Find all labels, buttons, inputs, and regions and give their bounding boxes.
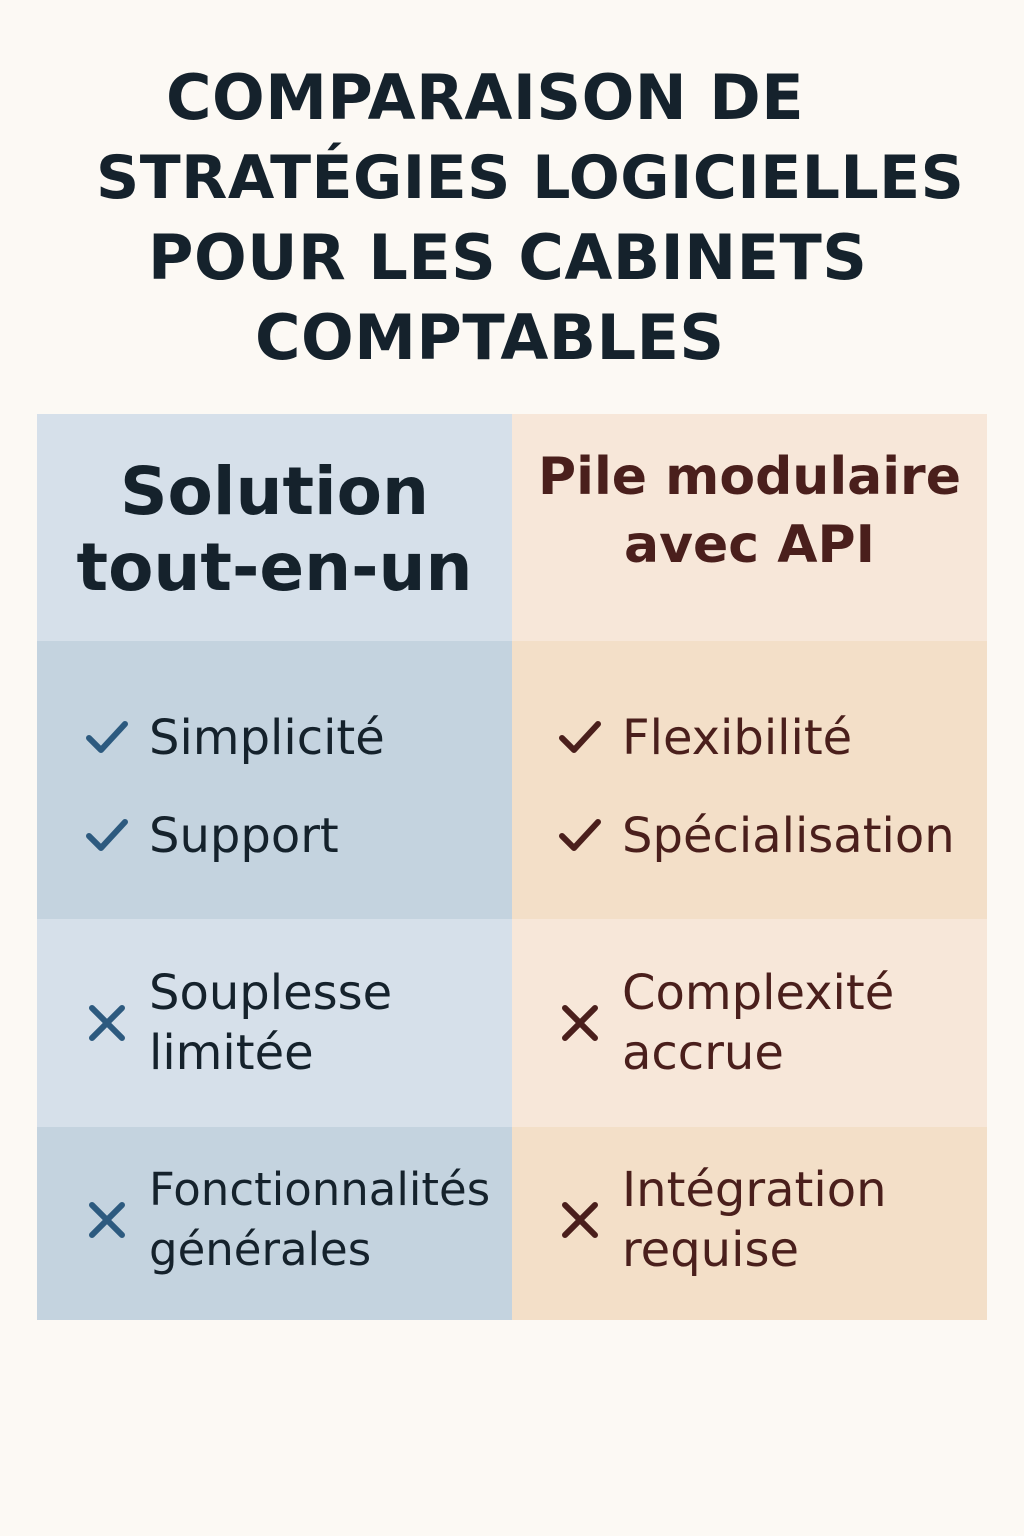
con-label: Complexité accrue bbox=[622, 963, 894, 1083]
right-con-cell-2: Intégration requise bbox=[512, 1127, 987, 1320]
header-all-in-one-label: Solution tout-en-un bbox=[77, 450, 473, 606]
list-item: Support bbox=[85, 806, 339, 866]
pro-label: Support bbox=[149, 808, 339, 864]
con-label-line-2: générales bbox=[149, 1223, 372, 1276]
pro-label: Simplicité bbox=[149, 710, 385, 766]
con-label: Souplesse limitée bbox=[149, 963, 392, 1083]
con-label-line-1: Fonctionnalités bbox=[149, 1163, 491, 1216]
list-item: Souplesse limitée bbox=[85, 963, 392, 1083]
list-item: Complexité accrue bbox=[558, 963, 894, 1083]
list-item: Fonctionnalités générales bbox=[85, 1160, 490, 1280]
title-line-3: POUR LES CABINETS bbox=[148, 221, 868, 294]
pro-label: Flexibilité bbox=[622, 710, 853, 766]
check-icon bbox=[558, 814, 602, 858]
list-item: Intégration requise bbox=[558, 1160, 887, 1280]
con-label-line-2: requise bbox=[622, 1222, 799, 1278]
title-line-4: COMPTABLES bbox=[255, 301, 725, 374]
header-all-in-one: Solution tout-en-un bbox=[37, 414, 512, 641]
list-item: Flexibilité bbox=[558, 708, 852, 768]
con-label-line-2: accrue bbox=[622, 1025, 784, 1081]
cross-icon bbox=[85, 1001, 129, 1045]
page-title: COMPARAISON DE STRATÉGIES LOGICIELLES PO… bbox=[0, 58, 1024, 378]
header-all-in-one-line-1: Solution bbox=[120, 452, 429, 530]
con-label: Intégration requise bbox=[622, 1160, 887, 1280]
con-label-line-1: Complexité bbox=[622, 965, 895, 1021]
header-all-in-one-line-2: tout-en-un bbox=[76, 528, 473, 606]
cross-icon bbox=[558, 1198, 602, 1242]
header-modular-stack-line-1: Pile modulaire bbox=[538, 446, 961, 507]
comparison-table: Solution tout-en-un Pile modulaire avec … bbox=[37, 414, 987, 1320]
title-line-1: COMPARAISON DE bbox=[166, 61, 805, 134]
right-pros-cell: Flexibilité Spécialisation bbox=[512, 641, 987, 919]
cross-icon bbox=[558, 1001, 602, 1045]
left-pros-cell: Simplicité Support bbox=[37, 641, 512, 919]
list-item: Simplicité bbox=[85, 708, 385, 768]
con-label: Fonctionnalités générales bbox=[149, 1160, 490, 1280]
con-label-line-1: Souplesse bbox=[149, 965, 393, 1021]
header-modular-stack-line-2: avec API bbox=[624, 514, 875, 575]
right-con-cell-1: Complexité accrue bbox=[512, 919, 987, 1127]
header-modular-stack-label: Pile modulaire avec API bbox=[538, 443, 961, 579]
title-line-2: STRATÉGIES LOGICIELLES bbox=[96, 143, 965, 213]
check-icon bbox=[85, 716, 129, 760]
con-label-line-1: Intégration bbox=[622, 1162, 887, 1218]
check-icon bbox=[558, 716, 602, 760]
header-modular-stack: Pile modulaire avec API bbox=[512, 414, 987, 641]
cross-icon bbox=[85, 1198, 129, 1242]
pro-label: Spécialisation bbox=[622, 808, 955, 864]
con-label-line-2: limitée bbox=[149, 1025, 314, 1081]
check-icon bbox=[85, 814, 129, 858]
left-con-cell-2: Fonctionnalités générales bbox=[37, 1127, 512, 1320]
left-con-cell-1: Souplesse limitée bbox=[37, 919, 512, 1127]
list-item: Spécialisation bbox=[558, 806, 955, 866]
